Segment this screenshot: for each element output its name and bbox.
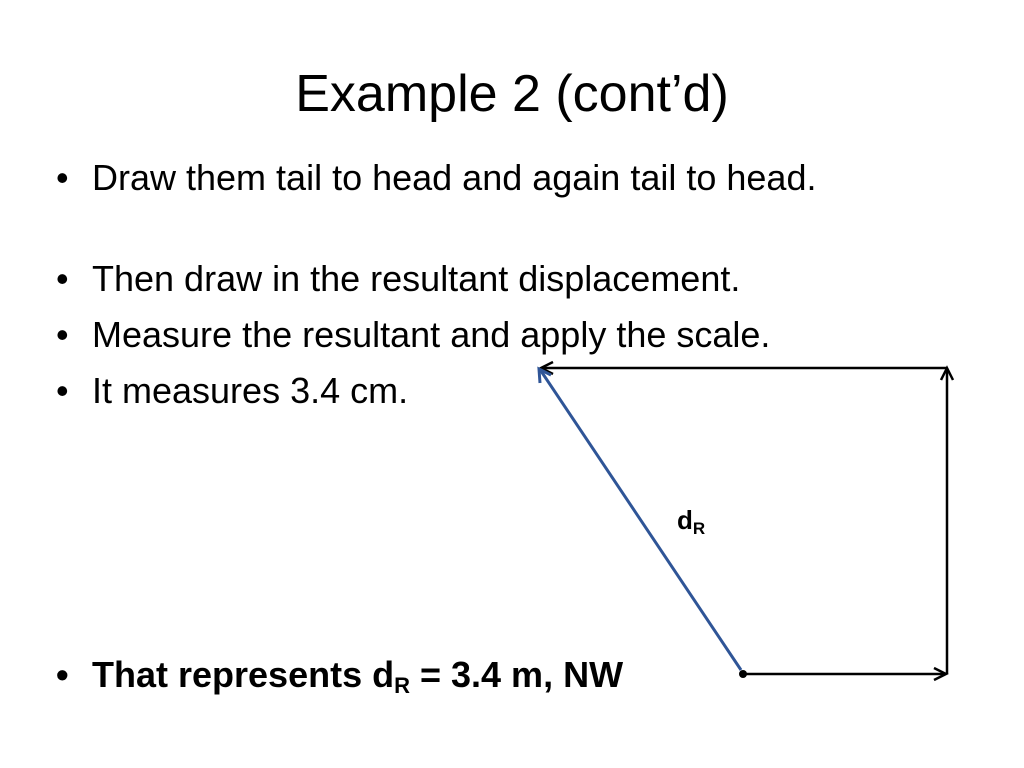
bullet-dot: •: [56, 370, 69, 411]
bullet-text: Then draw in the resultant displacement.: [92, 258, 741, 299]
result-subscript: R: [394, 673, 410, 698]
bullet-text: It measures 3.4 cm.: [92, 370, 409, 411]
result-suffix: = 3.4 m, NW: [409, 654, 624, 695]
bullet-dot: •: [56, 258, 69, 299]
resultant-label-main: d: [677, 505, 693, 535]
bullet-item: • Measure the resultant and apply the sc…: [56, 314, 936, 356]
bullet-dot: •: [56, 314, 69, 355]
bullet-item: • Then draw in the resultant displacemen…: [56, 258, 936, 300]
bullet-text-result: That represents dR = 3.4 m, NW: [92, 654, 756, 698]
bullet-item: • It measures 3.4 cm.: [56, 370, 656, 412]
bullet-dot: •: [56, 157, 69, 198]
bullet-item: • Draw them tail to head and again tail …: [56, 157, 856, 199]
bullet-dot: •: [56, 654, 69, 695]
bullet-text: Draw them tail to head and again tail to…: [92, 157, 817, 198]
bullet-item-result: • That represents dR = 3.4 m, NW: [56, 654, 756, 698]
result-prefix: That represents d: [92, 654, 395, 695]
bullet-text: Measure the resultant and apply the scal…: [92, 314, 771, 355]
resultant-label: dR: [677, 505, 706, 538]
resultant-label-sub: R: [692, 519, 706, 538]
slide-title: Example 2 (cont’d): [295, 65, 729, 123]
